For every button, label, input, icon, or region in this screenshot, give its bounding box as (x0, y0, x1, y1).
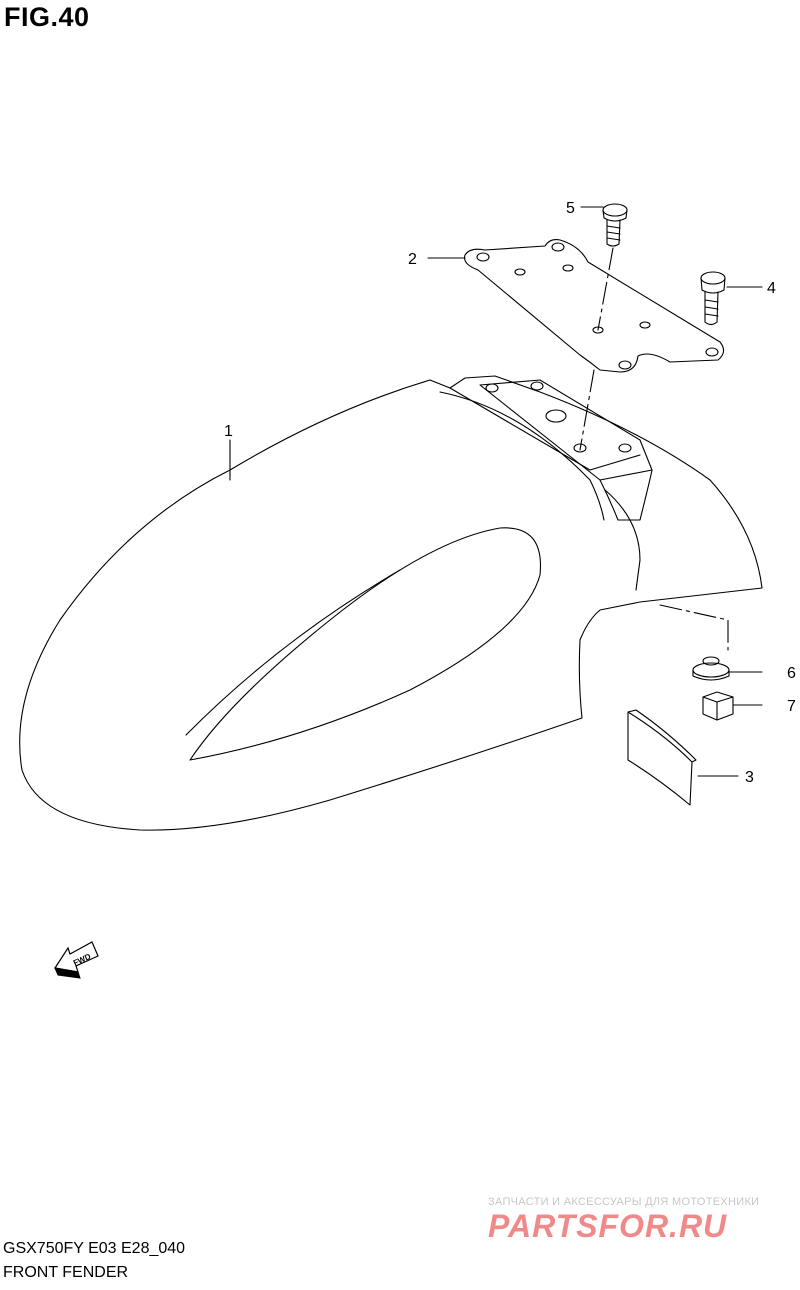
pad-3-edge-top (627, 709, 637, 713)
assembly-line-bolt5 (597, 247, 614, 331)
assembly-line-bracket-fender (579, 369, 595, 451)
bracket-hole (639, 321, 651, 329)
bolt-4-head-side (700, 277, 726, 294)
fender-rear-panel (604, 489, 641, 591)
bolt-4-thread (704, 299, 719, 317)
bracket-hole (705, 347, 719, 357)
fender-outer-outline (19, 375, 763, 831)
bracket-hole (514, 268, 526, 276)
fender-mount-side (599, 469, 653, 521)
watermark-logo: PARTSFOR.RU (488, 1208, 728, 1244)
washer-6-side (692, 669, 730, 681)
washer-6-part[interactable] (692, 656, 730, 681)
fender-mount-hole (485, 383, 499, 393)
fwd-arrow-icon: FWD (54, 941, 99, 979)
bolt-5-thread (606, 225, 621, 241)
fender-bracket-part[interactable] (463, 239, 725, 373)
bracket-hole (476, 252, 490, 262)
callout-4: 4 (767, 280, 776, 297)
assembly-lines (579, 247, 729, 651)
callout-1: 1 (224, 423, 233, 440)
front-fender-part[interactable] (19, 375, 763, 831)
fender-mount-hole (545, 409, 567, 423)
bracket-hole (618, 360, 632, 370)
section-name: FRONT FENDER (3, 1264, 129, 1281)
fender-mount-hole (618, 443, 632, 453)
pad-3-outline (627, 711, 693, 806)
bolt-5-head (602, 203, 628, 217)
bolt-4-head (700, 271, 726, 285)
fender-mount-hole (530, 381, 544, 391)
assembly-line-washer (659, 604, 729, 651)
fender-inner-window (189, 527, 542, 761)
callout-6: 6 (787, 665, 796, 682)
bolt-5-shank (606, 219, 621, 247)
fender-center-rib-right (449, 387, 641, 471)
bolt-4-shank (704, 291, 719, 326)
fender-mount-top (479, 379, 653, 481)
washer-6-top (702, 656, 720, 666)
bracket-hole (551, 242, 565, 252)
nut-7-face (702, 696, 734, 721)
nut-7-part[interactable] (702, 691, 734, 721)
pad-3-part[interactable] (627, 709, 697, 806)
bolt-5-head-side (602, 209, 628, 222)
leader-lines (229, 206, 763, 777)
bracket-hole (562, 264, 574, 272)
bolt-5-part[interactable] (602, 203, 628, 247)
callout-7: 7 (787, 698, 796, 715)
figure-title: FIG.40 (4, 2, 90, 32)
callout-2: 2 (408, 251, 417, 268)
bracket-outline (463, 239, 725, 373)
nut-7-body (702, 691, 734, 721)
callout-3: 3 (745, 769, 754, 786)
watermark-tagline: ЗАПЧАСТИ И АКСЕССУАРЫ ДЛЯ МОТОТЕХНИКИ (488, 1196, 760, 1208)
model-code: GSX750FY E03 E28_040 (3, 1240, 186, 1257)
fender-mount-hole (573, 443, 587, 453)
bolt-4-part[interactable] (700, 271, 726, 326)
pad-3-edge (635, 709, 697, 763)
fender-inner-window-edge (185, 569, 401, 736)
fender-center-rib-left (439, 391, 605, 521)
callout-5: 5 (566, 200, 575, 217)
